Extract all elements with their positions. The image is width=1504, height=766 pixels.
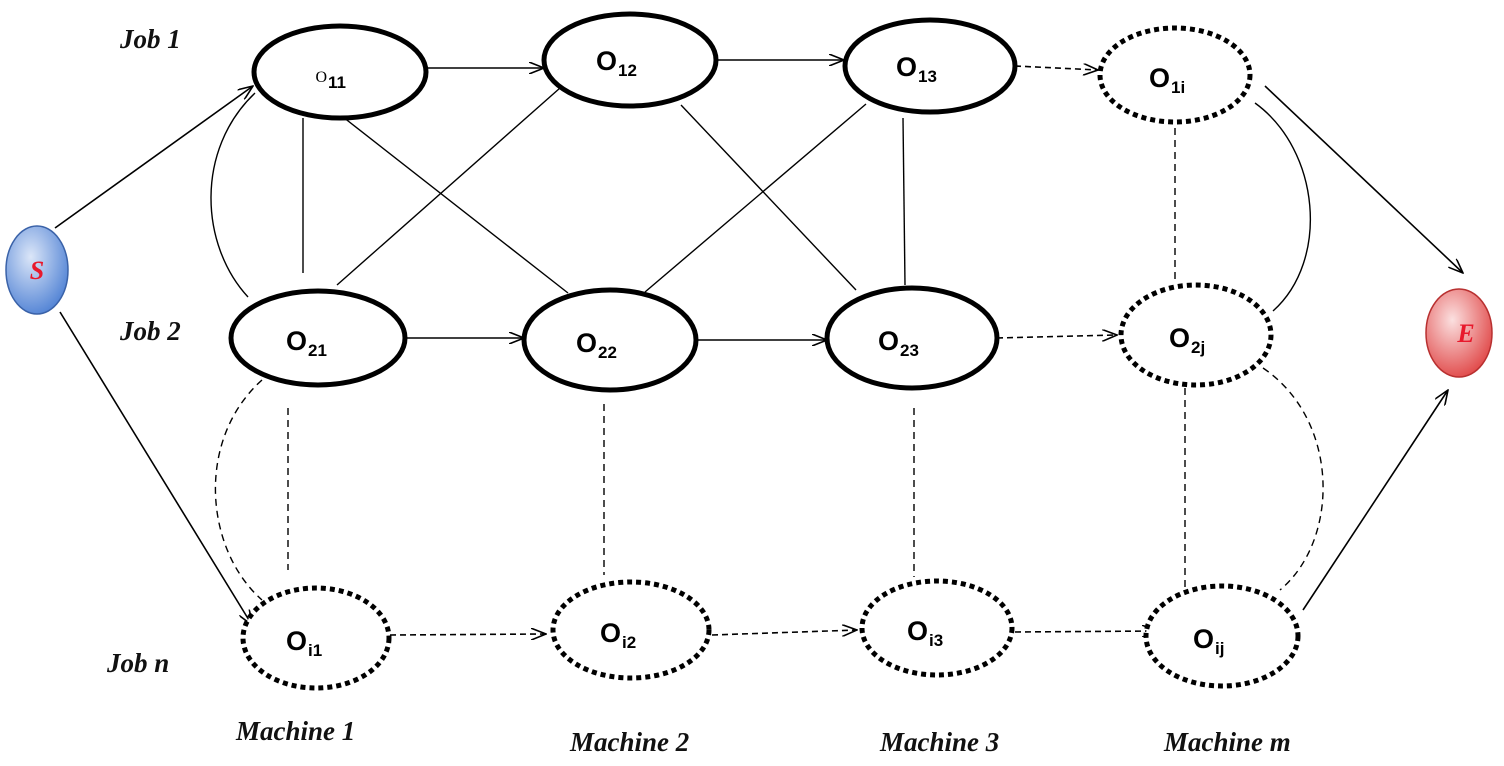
arc-s-oi1 — [59, 311, 252, 625]
svg-text:E: E — [1456, 319, 1474, 348]
row-label-job-2: Job 2 — [120, 316, 181, 346]
column-label-machine-3: Machine 3 — [880, 727, 1000, 757]
arc-oi1-oi2 — [389, 634, 546, 635]
node-o2j: O 2j — [1118, 282, 1274, 388]
svg-text:i1: i1 — [308, 641, 322, 660]
arc-o23-o2j — [996, 335, 1117, 338]
svg-text:O: O — [286, 626, 307, 656]
svg-text:O: O — [315, 69, 327, 86]
svg-text:O: O — [286, 326, 307, 356]
arc-oi2-oi3 — [711, 630, 857, 635]
svg-text:i2: i2 — [622, 633, 636, 652]
svg-text:O: O — [600, 618, 621, 648]
svg-text:22: 22 — [598, 343, 617, 362]
node-o11: O 11 — [251, 23, 429, 121]
row-label-job-n: Job n — [107, 648, 170, 678]
node-o21: O 21 — [228, 288, 408, 388]
arc-o13-o1i — [1014, 66, 1098, 70]
edge-o11-o21-curve — [210, 92, 256, 298]
end-node: E — [1425, 288, 1493, 378]
dashed-disjunctive-edges — [214, 128, 1324, 601]
edge-o2j-oij-curve — [1262, 367, 1324, 591]
node-oi3: O i3 — [859, 578, 1015, 678]
edge-o11-o22 — [342, 116, 569, 294]
svg-text:13: 13 — [918, 67, 937, 86]
svg-text:23: 23 — [900, 341, 919, 360]
row-label-job-1: Job 1 — [120, 24, 181, 54]
svg-text:O: O — [1169, 323, 1190, 353]
node-oij: O ij — [1143, 583, 1301, 689]
dashed-conjunctive-arcs — [389, 66, 1157, 635]
svg-text:S: S — [30, 256, 44, 285]
edge-o13-o22 — [644, 103, 867, 293]
column-label-machine-2: Machine 2 — [570, 727, 690, 757]
svg-text:ij: ij — [1215, 639, 1224, 658]
column-label-machine-m: Machine m — [1164, 727, 1291, 757]
svg-text:11: 11 — [328, 73, 346, 92]
arc-oij-e — [1302, 390, 1448, 611]
svg-text:2j: 2j — [1191, 338, 1205, 357]
svg-text:O: O — [576, 328, 597, 358]
arc-s-o11 — [54, 86, 253, 229]
edge-o1i-o2j-curve — [1254, 102, 1311, 312]
edge-o12-o21 — [336, 87, 561, 286]
node-o1i: O 1i — [1097, 25, 1253, 125]
arc-o1i-e — [1264, 85, 1463, 273]
svg-text:21: 21 — [308, 341, 327, 360]
start-node: S — [5, 225, 69, 315]
arc-oi3-oij — [1014, 631, 1157, 632]
svg-text:O: O — [896, 52, 917, 82]
svg-text:1i: 1i — [1171, 78, 1185, 97]
svg-text:O: O — [1193, 624, 1214, 654]
conjunctive-arcs — [54, 60, 1463, 625]
node-o23: O 23 — [824, 285, 1000, 391]
edge-o13-o23 — [902, 117, 906, 286]
node-oi2: O i2 — [550, 579, 712, 681]
node-o12: O 12 — [541, 11, 719, 109]
edge-o21-oi1-curve — [214, 379, 263, 601]
svg-text:12: 12 — [618, 61, 637, 80]
node-oi1: O i1 — [240, 585, 392, 691]
svg-text:O: O — [878, 326, 899, 356]
svg-text:i3: i3 — [929, 631, 943, 650]
edge-o12-o23 — [680, 104, 857, 291]
node-o13: O 13 — [842, 17, 1018, 115]
svg-text:O: O — [1149, 63, 1170, 93]
svg-text:O: O — [596, 46, 617, 76]
column-label-machine-1: Machine 1 — [236, 716, 356, 746]
node-o22: O 22 — [521, 287, 699, 393]
svg-text:O: O — [907, 616, 928, 646]
disjunctive-edges — [210, 87, 1311, 312]
